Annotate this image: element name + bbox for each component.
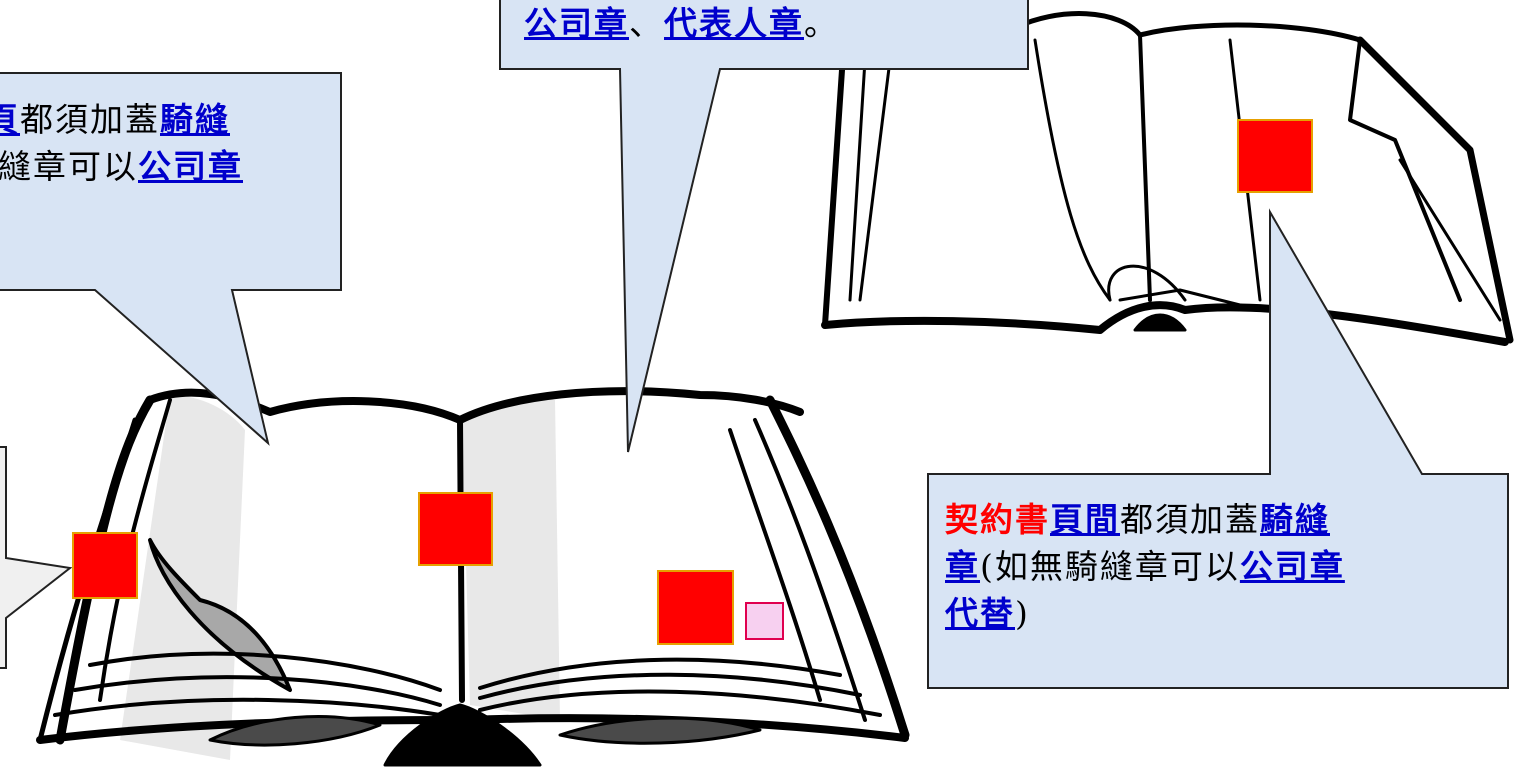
callout-top-left-line2: 縫章可以公司章: [0, 143, 243, 190]
seal-small-book: [1237, 119, 1313, 193]
callout-top-left-line1: 頁都須加蓋騎縫: [0, 96, 243, 143]
callout-left-shape: [0, 446, 73, 669]
callout-top-left-text: 頁都須加蓋騎縫 縫章可以公司章: [0, 96, 243, 190]
representative-seal-link[interactable]: 代表人章: [664, 4, 804, 43]
callout-right-line3: 代替): [945, 590, 1345, 637]
contract-label: 契約書: [945, 500, 1050, 539]
between-pages-link[interactable]: 頁間: [1050, 500, 1120, 539]
open-book-icon: [20, 387, 910, 767]
seal-left-page: [72, 532, 138, 599]
page-link[interactable]: 頁: [0, 100, 20, 139]
text-fragment: 縫章可以: [0, 147, 138, 186]
text-fragment: 都須加蓋: [1120, 500, 1260, 539]
text-fragment: 都須加蓋: [20, 100, 160, 139]
company-seal-link[interactable]: 公司章: [1239, 547, 1345, 586]
riding-seal-link[interactable]: 騎縫: [1260, 500, 1330, 539]
callout-top-center-text: 公司章、代表人章。: [524, 0, 839, 47]
text-fragment: (如無騎縫章可以: [980, 547, 1240, 586]
callout-right-line1: 契約書頁間都須加蓋騎縫: [945, 496, 1345, 543]
period-text: 。: [804, 4, 839, 43]
callout-right-line2: 章(如無騎縫章可以公司章: [945, 543, 1345, 590]
callout-top-center-shape: [499, 0, 1029, 453]
callout-right-shape: [927, 208, 1509, 689]
riding-seal-link[interactable]: 騎縫: [160, 100, 230, 139]
seal-link[interactable]: 章: [945, 547, 980, 586]
separator-text: 、: [629, 4, 664, 43]
seal-representative: [745, 602, 784, 640]
small-book-icon: [820, 11, 1514, 360]
text-fragment: ): [1015, 594, 1030, 633]
callout-top-left-shape: [0, 72, 342, 446]
seal-spine: [418, 492, 493, 566]
company-seal-link[interactable]: 公司章: [524, 4, 629, 43]
substitute-link[interactable]: 代替: [945, 594, 1015, 633]
company-seal-link[interactable]: 公司章: [138, 147, 243, 186]
seal-company: [657, 570, 734, 645]
callout-right-text: 契約書頁間都須加蓋騎縫 章(如無騎縫章可以公司章 代替): [945, 496, 1345, 637]
